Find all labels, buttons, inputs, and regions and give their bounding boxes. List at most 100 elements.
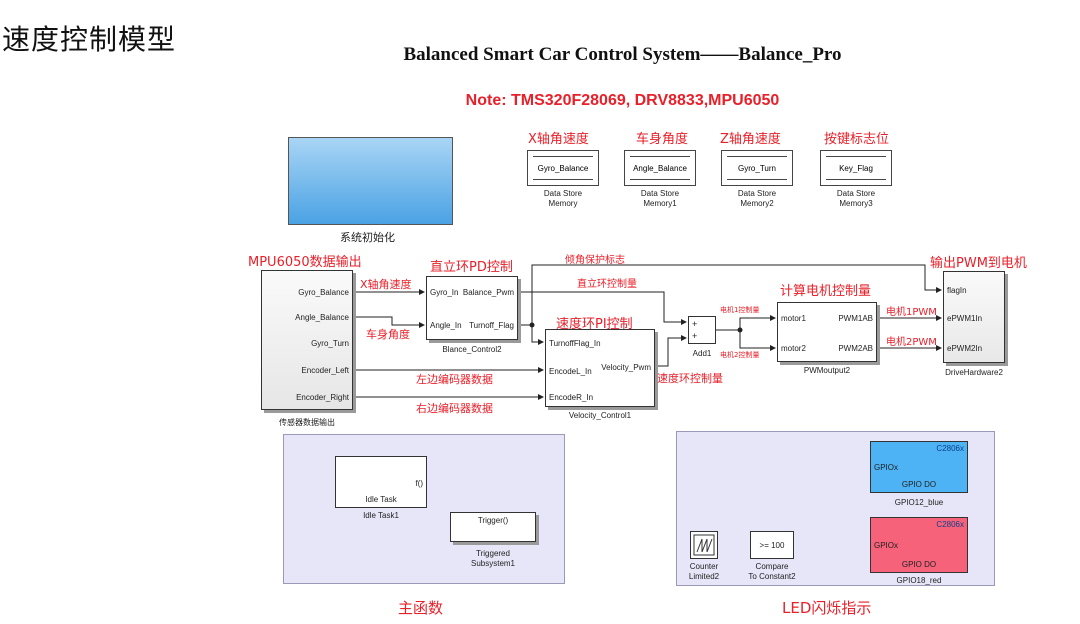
wire-label-x-angular: X轴角速度 [360, 278, 412, 291]
model-note: Note: TMS320F28069, DRV8833,MPU6050 [465, 92, 780, 109]
sensor-block[interactable]: Gyro_Balance Angle_Balance Gyro_Turn Enc… [261, 270, 353, 410]
gpio-inner: GPIO DO [901, 560, 937, 569]
drive-in1: flagIn [947, 286, 967, 295]
wire-label-upright-ctrl: 直立环控制量 [577, 279, 637, 290]
velocity-in3: EncodeR_In [549, 393, 594, 402]
memory-name: Memory1 [643, 199, 677, 208]
idle-task-block[interactable]: f() Idle Task [335, 456, 427, 508]
pwm-output-block[interactable]: motor1 motor2 PWM1AB PWM2AB [777, 302, 877, 362]
main-function-label: 主函数 [398, 599, 444, 617]
drive-in3: ePWM2In [947, 344, 983, 353]
memory-name: Data Store [737, 189, 777, 198]
compare-name: Compare [755, 562, 789, 571]
system-init-label: 系统初始化 [340, 231, 395, 244]
wire-label-tilt-flag: 倾角保护标志 [565, 255, 625, 266]
memory-var: Gyro_Balance [533, 156, 593, 180]
sensor-port: Gyro_Turn [311, 339, 349, 348]
wire-label-body-angle: 车身角度 [366, 328, 410, 341]
sawtooth-icon [693, 534, 715, 556]
compare-inner: >= 100 [759, 541, 785, 550]
idle-inner: Idle Task [365, 495, 397, 504]
balance-heading: 直立环PD控制 [430, 260, 513, 275]
gpio-port: GPIOx [874, 463, 899, 472]
wire-label-right-encoder: 右边编码器数据 [416, 402, 493, 415]
memory-name: Memory3 [839, 199, 873, 208]
gpio-tag: C2806x [936, 444, 964, 453]
balance-control-block[interactable]: Gyro_In Angle_In Balance_Pwm Turnoff_Fla… [426, 276, 518, 340]
drive-in2: ePWM1In [947, 314, 983, 323]
balance-in1: Gyro_In [430, 288, 459, 297]
gpio-blue-name: GPIO12_blue [894, 498, 944, 507]
memory-name: Memory [548, 199, 578, 208]
compare-name: To Constant2 [748, 572, 796, 581]
model-title: Balanced Smart Car Control System——Balan… [403, 44, 842, 65]
memory-name: Data Store [640, 189, 680, 198]
idle-name: Idle Task1 [363, 511, 399, 520]
label-x-angular: X轴角速度 [528, 132, 589, 147]
wire-label-motor2-pwm: 电机2PWM [886, 337, 937, 348]
gpio-port: GPIOx [874, 541, 899, 550]
velocity-out1: Velocity_Pwm [601, 363, 651, 372]
wire-label-left-encoder: 左边编码器数据 [416, 373, 493, 386]
memory-var: Gyro_Turn [727, 156, 787, 180]
gpio-red-block[interactable]: C2806x GPIOx GPIO DO [870, 517, 968, 573]
pwm-in2: motor2 [781, 344, 806, 353]
gpio-inner: GPIO DO [901, 480, 937, 489]
trig-name: Triggered [476, 549, 510, 558]
drive-hardware-block[interactable]: flagIn ePWM1In ePWM2In [943, 271, 1005, 363]
drive-name: DriveHardware2 [945, 368, 1003, 377]
led-label: LED闪烁指示 [782, 599, 872, 617]
wire-label-speed-ctrl: 速度环控制量 [657, 372, 723, 385]
gpio-red-name: GPIO18_red [896, 576, 942, 585]
pwm-out2: PWM2AB [838, 344, 873, 353]
idle-port: f() [415, 479, 423, 488]
memory-var: Angle_Balance [630, 156, 690, 180]
velocity-heading: 速度环PI控制 [556, 317, 633, 332]
wire-label-motor2-ctrl: 电机2控制量 [720, 351, 760, 359]
data-store-memory2[interactable]: Gyro_Turn [721, 150, 793, 186]
data-store-memory1[interactable]: Angle_Balance [624, 150, 696, 186]
memory-var: Key_Flag [826, 156, 886, 180]
velocity-in2: EncodeL_In [549, 367, 592, 376]
compare-block[interactable]: >= 100 [750, 531, 794, 559]
pwm-heading: 计算电机控制量 [780, 284, 872, 299]
sensor-port: Angle_Balance [295, 313, 349, 322]
sensor-heading: MPU6050数据输出 [248, 255, 362, 270]
wire-label-motor1-ctrl: 电机1控制量 [720, 306, 760, 314]
add-block[interactable]: + + [688, 316, 716, 344]
sensor-port: Encoder_Left [301, 366, 349, 375]
data-store-memory[interactable]: Gyro_Balance [527, 150, 599, 186]
velocity-in1: TurnoffFlag_In [549, 339, 601, 348]
label-z-angular: Z轴角速度 [720, 132, 781, 147]
sensor-port: Gyro_Balance [298, 288, 349, 297]
velocity-control-block[interactable]: TurnoffFlag_In EncodeL_In EncodeR_In Vel… [545, 329, 655, 407]
memory-name: Memory2 [740, 199, 774, 208]
trig-port: Trigger() [477, 516, 509, 525]
balance-in2: Angle_In [430, 321, 462, 330]
label-key-flag: 按键标志位 [824, 132, 890, 147]
gpio-tag: C2806x [936, 520, 964, 529]
counter-block[interactable] [690, 531, 718, 559]
counter-name: Limited2 [688, 572, 720, 581]
trig-name: Subsystem1 [470, 559, 516, 568]
counter-name: Counter [689, 562, 719, 571]
pwm-out1: PWM1AB [838, 314, 873, 323]
label-body-angle: 车身角度 [636, 132, 689, 147]
sensor-name: 传感器数据输出 [279, 418, 335, 427]
balance-out1: Balance_Pwm [462, 288, 514, 297]
memory-name: Data Store [836, 189, 876, 198]
data-store-memory3[interactable]: Key_Flag [820, 150, 892, 186]
triggered-subsystem-block[interactable]: Trigger() [450, 512, 536, 542]
gpio-blue-block[interactable]: C2806x GPIOx GPIO DO [870, 441, 968, 493]
pwm-name: PWMoutput2 [803, 366, 851, 375]
add-name: Add1 [692, 349, 712, 358]
system-init-block[interactable] [288, 137, 453, 225]
memory-name: Data Store [543, 189, 583, 198]
balance-name: Blance_Control2 [442, 345, 502, 354]
velocity-name: Velocity_Control1 [568, 411, 632, 420]
wire-label-motor1-pwm: 电机1PWM [886, 307, 937, 318]
pwm-in1: motor1 [781, 314, 806, 323]
sensor-port: Encoder_Right [296, 393, 349, 402]
balance-out2: Turnoff_Flag [469, 321, 514, 330]
drive-heading: 输出PWM到电机 [930, 256, 1027, 271]
